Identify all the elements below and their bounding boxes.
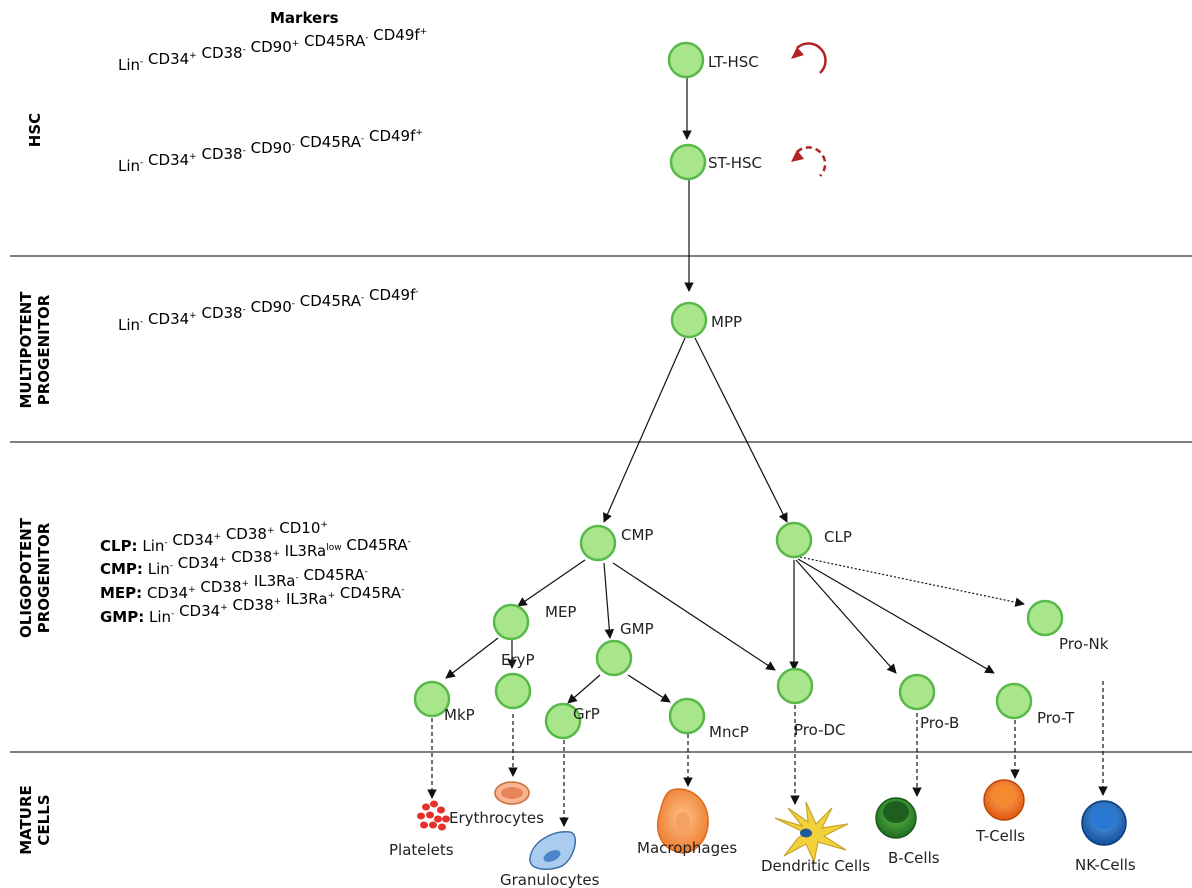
cell-pro-nk <box>1026 599 1064 637</box>
cell-pro-dc <box>776 667 814 705</box>
label-mep: MEP <box>545 603 576 621</box>
marker-gmp: GMP: Lin- CD34+ CD38+ IL3Ra+ CD45RA- <box>100 584 404 626</box>
cell-mkp <box>413 680 451 718</box>
marker-cmp: CMP: Lin- CD34+ CD38+ IL3Ralow CD45RA- <box>100 536 411 578</box>
lineage-edges <box>445 78 1025 704</box>
cell-pro-b <box>898 673 936 711</box>
marker-lt-hsc: Lin- CD34+ CD38- CD90+ CD45RA- CD49f+ <box>118 26 427 74</box>
svg-text:OLIGOPOTENT: OLIGOPOTENT <box>17 517 35 638</box>
label-pro-nk: Pro-Nk <box>1059 635 1109 653</box>
label-nk-cells: NK-Cells <box>1075 856 1136 874</box>
nk-cell-icon <box>1081 800 1127 846</box>
section-label-mature: MATURE CELLS <box>17 785 53 855</box>
cell-pro-t <box>995 682 1033 720</box>
cell-grp <box>544 702 582 740</box>
svg-text:MULTIPOTENT: MULTIPOTENT <box>17 291 35 409</box>
label-clp: CLP <box>824 528 852 546</box>
t-cell-icon <box>983 779 1025 821</box>
label-pro-b: Pro-B <box>920 714 959 732</box>
label-t-cells: T-Cells <box>975 827 1025 845</box>
marker-clp: CLP: Lin- CD34+ CD38+ CD10+ <box>100 519 328 555</box>
section-dividers <box>10 255 1192 753</box>
label-mncp: MncP <box>709 723 749 741</box>
label-st-hsc: ST-HSC <box>708 154 762 172</box>
svg-text:CELLS: CELLS <box>35 794 53 845</box>
platelets-icon <box>417 800 450 831</box>
dendritic-cell-icon <box>774 801 849 864</box>
label-gmp: GMP <box>620 620 654 638</box>
cell-cmp <box>579 524 617 562</box>
label-mpp: MPP <box>711 313 742 331</box>
marker-mpp: Lin- CD34+ CD38- CD90- CD45RA- CD49f- <box>118 286 419 334</box>
cell-eryp <box>494 672 532 710</box>
self-renewal-icon <box>791 42 827 74</box>
label-pro-dc: Pro-DC <box>794 721 846 739</box>
b-cell-icon <box>875 797 917 839</box>
label-platelets: Platelets <box>389 841 454 859</box>
cell-mpp <box>670 301 708 339</box>
label-dendritic-cells: Dendritic Cells <box>761 857 870 875</box>
label-lt-hsc: LT-HSC <box>708 53 759 71</box>
label-b-cells: B-Cells <box>888 849 940 867</box>
maturation-edges <box>427 681 1108 827</box>
marker-mep: MEP: CD34+ CD38+ IL3Ra- CD45RA- <box>100 566 368 602</box>
label-erythrocytes: Erythrocytes <box>449 809 544 827</box>
cell-mep <box>492 603 530 641</box>
cell-clp <box>775 521 813 559</box>
section-label-oligopotent: OLIGOPOTENT PROGENITOR <box>17 517 53 638</box>
label-eryp: EryP <box>501 651 535 669</box>
marker-st-hsc: Lin- CD34+ CD38- CD90- CD45RA- CD49f+ <box>118 127 423 175</box>
label-cmp: CMP <box>621 526 653 544</box>
label-grp: GrP <box>573 705 600 723</box>
cell-lt-hsc <box>667 41 705 79</box>
granulocyte-icon <box>529 831 577 871</box>
node-labels: LT-HSC ST-HSC MPP CMP CLP MEP GMP MkP Er… <box>444 53 1109 741</box>
label-macrophages: Macrophages <box>637 839 737 857</box>
section-label-hsc: HSC <box>26 113 44 147</box>
label-mkp: MkP <box>444 706 475 724</box>
section-label-multipotent: MULTIPOTENT PROGENITOR <box>17 291 53 409</box>
label-granulocytes: Granulocytes <box>500 871 600 888</box>
marker-oligo-list: CLP: Lin- CD34+ CD38+ CD10+ CMP: Lin- CD… <box>100 519 411 626</box>
erythrocyte-icon <box>494 781 530 805</box>
macrophage-icon <box>657 788 709 854</box>
cell-gmp <box>595 639 633 677</box>
mature-labels: Platelets Erythrocytes Granulocytes Macr… <box>389 809 1136 888</box>
cell-mncp <box>668 697 706 735</box>
svg-text:HSC: HSC <box>26 113 44 147</box>
transient-self-renewal-icon <box>791 146 827 177</box>
label-pro-t: Pro-T <box>1037 709 1075 727</box>
svg-text:MATURE: MATURE <box>17 785 35 855</box>
progenitor-cells <box>413 41 1064 740</box>
markers-title: Markers <box>270 9 339 27</box>
svg-text:PROGENITOR: PROGENITOR <box>35 294 53 405</box>
cell-st-hsc <box>669 143 707 181</box>
svg-text:PROGENITOR: PROGENITOR <box>35 522 53 633</box>
